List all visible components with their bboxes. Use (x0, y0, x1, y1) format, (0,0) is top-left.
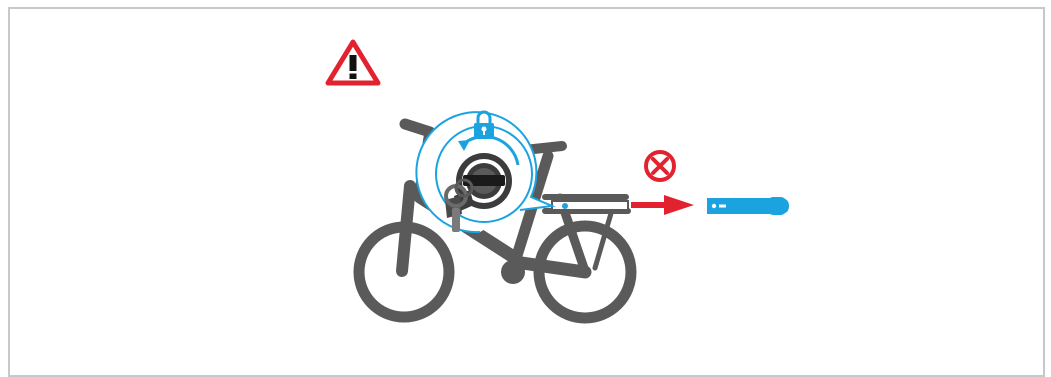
warning-triangle-icon (328, 42, 378, 83)
battery-removal-illustration (0, 0, 1051, 365)
battery-pack-icon (707, 197, 789, 215)
chain-stay (515, 262, 585, 272)
remove-arrow (631, 195, 694, 215)
crank (501, 260, 525, 284)
front-fork (402, 186, 410, 271)
circle-x-icon (646, 152, 674, 180)
